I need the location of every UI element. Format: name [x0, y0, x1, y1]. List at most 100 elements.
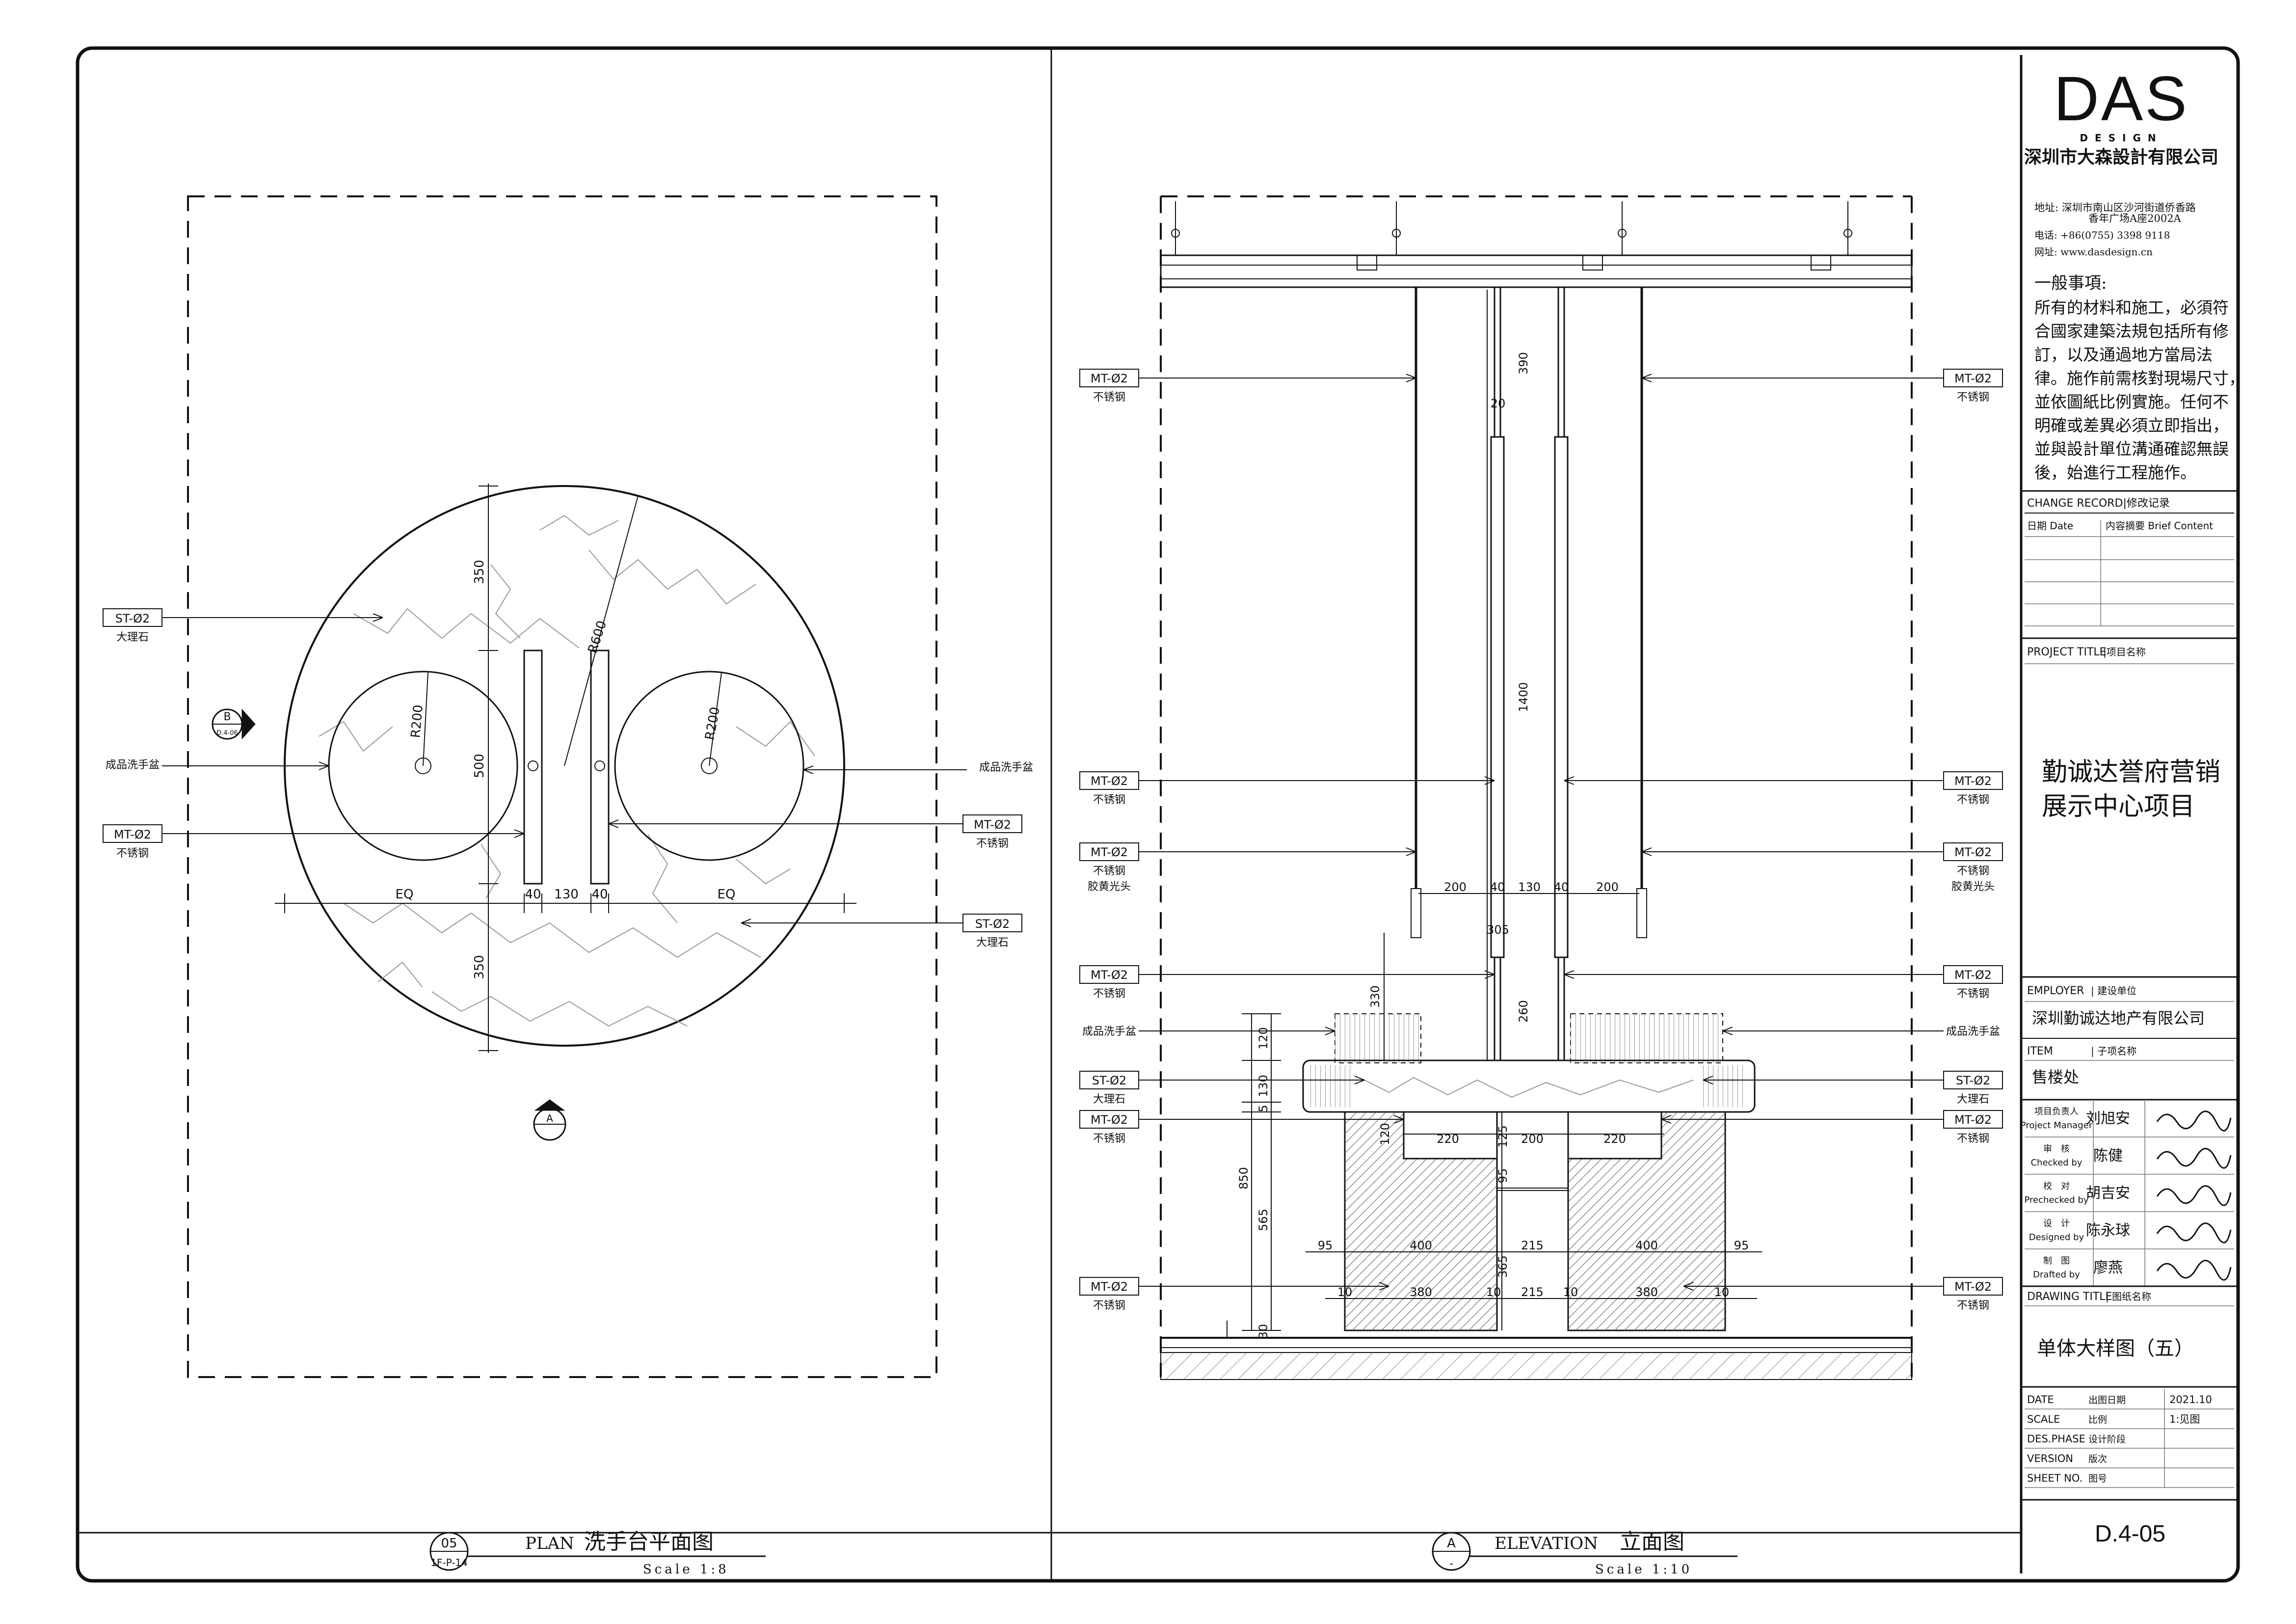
- callout-desc: 不锈钢: [1957, 391, 1989, 404]
- signature-name: 陈永球: [2086, 1222, 2130, 1239]
- company-logo: DAS: [2054, 64, 2189, 134]
- plan-dim-eq-right: EQ: [718, 887, 736, 902]
- svg-text:125: 125: [1496, 1125, 1510, 1148]
- svg-text:400: 400: [1635, 1239, 1658, 1252]
- svg-text:成品洗手盆: 成品洗手盆: [979, 761, 1033, 774]
- callout-code: MT-Ø2: [1091, 1280, 1128, 1294]
- meta-key: SHEET NO.: [2027, 1472, 2082, 1484]
- meta-key: DES.PHASE: [2027, 1433, 2085, 1445]
- callout-desc: 不锈钢: [1093, 794, 1125, 806]
- svg-text:200: 200: [1521, 1132, 1544, 1146]
- elevation-dim-lines: [1227, 290, 1762, 1338]
- callout-desc: 不锈钢: [1957, 1133, 1989, 1145]
- meta-key-cn: 版次: [2088, 1454, 2107, 1464]
- svg-text:20: 20: [1491, 397, 1506, 410]
- meta-value: 1:见图: [2169, 1413, 2200, 1425]
- callout-code: MT-Ø2: [1954, 1113, 1992, 1127]
- company-logo-sub: DESIGN: [2080, 132, 2163, 144]
- employer-label-cn: | 建设单位: [2091, 985, 2136, 997]
- general-notes-title: 一般事項:: [2034, 273, 2107, 293]
- svg-text:565: 565: [1256, 1209, 1270, 1231]
- meta-key: DATE: [2027, 1394, 2054, 1406]
- item-label-cn: | 子项名称: [2091, 1045, 2136, 1057]
- general-notes-line: 並依圖紙比例實施。任何不: [2034, 392, 2229, 411]
- callout-code: MT-Ø2: [1091, 774, 1128, 788]
- cabinet-right: [1567, 1111, 1726, 1331]
- sheet-number: D.4-05: [2095, 1521, 2165, 1547]
- general-notes-line: 訂，以及通過地方當局法: [2034, 345, 2213, 364]
- svg-text:MT-Ø2: MT-Ø2: [114, 828, 151, 841]
- meta-key: SCALE: [2027, 1413, 2060, 1425]
- callout-desc: 不锈钢: [1957, 988, 1989, 1000]
- meta-value: 2021.10: [2169, 1394, 2212, 1406]
- marble-veins: [319, 514, 815, 1027]
- project-name-line2: 展示中心项目: [2042, 792, 2195, 821]
- svg-text:PLAN: PLAN: [525, 1534, 574, 1553]
- svg-text:200: 200: [1444, 880, 1467, 894]
- elevation-callouts-left: MT-Ø2不锈钢MT-Ø2不锈钢MT-Ø2不锈钢胶黄光头MT-Ø2不锈钢成品洗手…: [1079, 369, 1495, 1312]
- svg-text:ELEVATION: ELEVATION: [1495, 1534, 1598, 1553]
- drawing-title-label-cn: | 图纸名称: [2106, 1291, 2151, 1302]
- svg-text:D.4-06: D.4-06: [216, 730, 238, 737]
- svg-text:380: 380: [1410, 1285, 1432, 1299]
- general-notes-body: 所有的材料和施工，必須符合國家建築法規包括所有修訂，以及通過地方當局法律。施作前…: [2034, 298, 2245, 482]
- svg-text:A: A: [1447, 1536, 1456, 1551]
- radius-leader-main: [564, 495, 639, 766]
- meta-key-cn: 出图日期: [2088, 1395, 2126, 1406]
- tube-inner-right: [1554, 287, 1569, 1060]
- elevation-caption: A - ELEVATION 立面图 Scale 1:10: [1432, 1529, 1737, 1577]
- meta-key-cn: 设计阶段: [2088, 1434, 2126, 1445]
- general-notes-line: 後，始進行工程施作。: [2034, 463, 2196, 482]
- callout-code: MT-Ø2: [1954, 372, 1992, 385]
- meta-row: VERSION 版次: [2025, 1453, 2234, 1468]
- signature-role-en: Project Manager: [2021, 1120, 2093, 1131]
- plan-radius-main: R600: [586, 619, 610, 655]
- section-marker-a: A: [533, 1099, 566, 1141]
- svg-text:305: 305: [1487, 923, 1509, 937]
- meta-row: SHEET NO.图号: [2025, 1472, 2234, 1488]
- svg-text:10: 10: [1337, 1285, 1353, 1299]
- svg-text:390: 390: [1517, 352, 1530, 375]
- countertop-elev: [1302, 1059, 1756, 1113]
- change-record-col-content: 内容摘要 Brief Content: [2106, 520, 2213, 532]
- company-address-2: 香年广场A座2002A: [2088, 213, 2182, 224]
- employer-label: EMPLOYER: [2027, 985, 2084, 997]
- general-notes-line: 明確或差異必須立即指出，: [2034, 416, 2229, 435]
- svg-text:ST-Ø2: ST-Ø2: [975, 917, 1010, 931]
- svg-text:10: 10: [1563, 1285, 1578, 1299]
- drain-right: [701, 758, 718, 774]
- callout-desc: 不锈钢: [1093, 988, 1125, 1000]
- elevation-callout-left: 成品洗手盆: [1082, 1026, 1335, 1038]
- plan-dim-40a: 40: [525, 887, 541, 902]
- post-slot-right: [590, 650, 610, 885]
- svg-text:05: 05: [441, 1536, 457, 1551]
- signature-role-cn: 项目负责人: [2034, 1107, 2079, 1117]
- svg-text:ST-Ø2: ST-Ø2: [115, 612, 150, 625]
- plan-dim-40b: 40: [591, 887, 608, 902]
- plan-radius-left: R200: [408, 704, 426, 738]
- signature-name: 刘旭安: [2086, 1110, 2130, 1127]
- plan-dim-500: 500: [472, 754, 487, 778]
- callout-desc: 不锈钢: [1093, 1299, 1125, 1312]
- svg-text:不锈钢: 不锈钢: [976, 838, 1009, 850]
- callout-code: MT-Ø2: [1091, 845, 1128, 859]
- company-web: 网址: www.dasdesign.cn: [2034, 246, 2153, 258]
- meta-key: VERSION: [2027, 1453, 2073, 1464]
- callout-desc2: 胶黄光头: [1088, 881, 1131, 893]
- callout-desc: 成品洗手盆: [1946, 1026, 2000, 1038]
- svg-text:130: 130: [1256, 1075, 1270, 1097]
- callout-desc: 不锈钢: [1957, 1299, 1989, 1312]
- svg-text:MT-Ø2: MT-Ø2: [974, 818, 1011, 832]
- plan-radius-right: R200: [702, 706, 722, 741]
